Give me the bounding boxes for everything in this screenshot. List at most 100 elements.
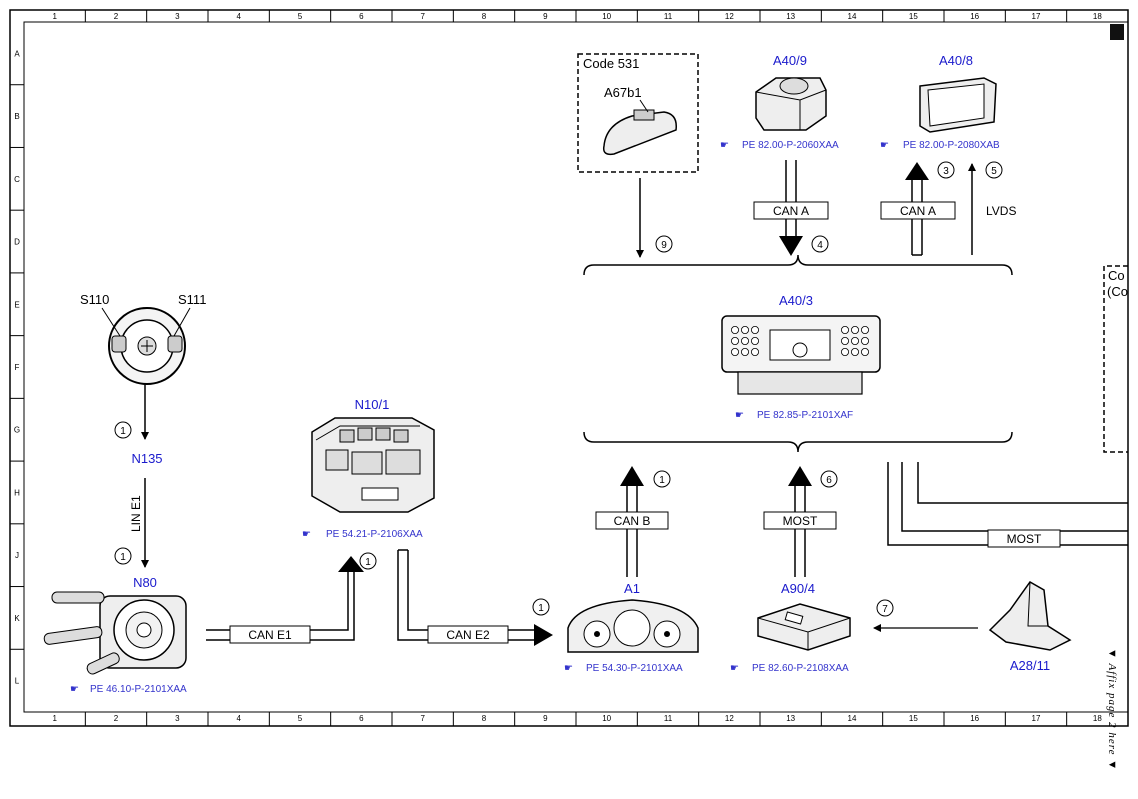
callout-circle	[937, 161, 955, 179]
ref-marker-n10-1: ☛	[302, 529, 311, 540]
label-a40-8: A40/8	[939, 53, 973, 68]
a90-4-tuner-module	[757, 603, 851, 651]
steering-wheel-buttons	[101, 307, 191, 385]
grid-column-label: 12	[725, 12, 734, 21]
callout-number: 6	[826, 475, 832, 486]
head-unit-button	[741, 336, 750, 345]
head-unit-button	[861, 325, 870, 334]
grid-column-label: 12	[725, 714, 734, 723]
grid-column-label: 7	[420, 714, 425, 723]
head-unit-button	[851, 347, 860, 356]
grid-column-label: 1	[52, 714, 57, 723]
ref-marker-a90-4: ☛	[730, 663, 739, 674]
callout-number: 3	[943, 166, 949, 177]
bus-most-loop-mid	[901, 462, 1128, 532]
label-a90-4: A90/4	[781, 581, 815, 596]
head-unit-button	[741, 347, 750, 356]
side-note-affix: ▼ Affix page 2 here ▼	[1106, 648, 1118, 771]
grid-column-label: 15	[909, 12, 918, 21]
callout-number: 1	[120, 552, 126, 563]
grid-column-label: 8	[482, 12, 487, 21]
bus-label-box	[880, 201, 956, 220]
arrow-can-e1-head	[338, 556, 364, 572]
grid-column-label: 15	[909, 714, 918, 723]
a40-9-controller	[755, 77, 827, 131]
bus-label-can-b: CAN B	[614, 514, 651, 528]
brace-top	[583, 254, 1013, 276]
grid-column-label: 9	[543, 714, 548, 723]
grid-row-label: C	[14, 175, 20, 184]
grid-row-label: G	[14, 426, 20, 435]
head-unit-button	[751, 336, 760, 345]
callout-circle	[655, 235, 673, 253]
ref-n10-1[interactable]: PE 54.21-P-2106XAA	[326, 529, 423, 540]
arrow-can-a-down-head	[779, 236, 803, 256]
bus-label-lin-e1: LIN E1	[129, 495, 143, 532]
head-unit-button	[731, 336, 740, 345]
bus-label-can-a-down: CAN A	[773, 204, 809, 218]
ref-a40-8[interactable]: PE 82.00-P-2080XAB	[903, 140, 1000, 151]
grid-column-label: 18	[1093, 714, 1102, 723]
callout-number: 1	[120, 426, 126, 437]
head-unit-button	[731, 347, 740, 356]
label-code-531: Code 531	[583, 56, 639, 71]
grid-column-label: 2	[114, 714, 119, 723]
label-n10-1: N10/1	[355, 397, 390, 412]
arrow-can-e2-head	[534, 624, 553, 646]
bus-label-lvds: LVDS	[986, 204, 1016, 218]
grid-column-label: 14	[848, 714, 857, 723]
a1-instrument-cluster	[567, 599, 699, 653]
head-unit-button	[851, 336, 860, 345]
bus-label-box	[229, 625, 311, 644]
head-unit-button	[731, 325, 740, 334]
ref-marker-n80: ☛	[70, 684, 79, 695]
callout-number: 1	[538, 603, 544, 614]
bus-label-box	[763, 511, 837, 530]
callout-circle	[876, 599, 894, 617]
bus-can-e2-inner	[407, 550, 534, 631]
bus-label-box	[427, 625, 509, 644]
ref-a1[interactable]: PE 54.30-P-2101XAA	[586, 663, 683, 674]
grid-row-label: J	[15, 551, 19, 560]
bus-label-box	[595, 511, 669, 530]
grid-column-label: 9	[543, 12, 548, 21]
head-unit-button	[751, 325, 760, 334]
ref-marker-a40-9: ☛	[720, 140, 729, 151]
label-a40-9: A40/9	[773, 53, 807, 68]
grid-column-label: 6	[359, 714, 364, 723]
grid-column-label: 17	[1032, 12, 1041, 21]
grid-row-label: K	[14, 614, 20, 623]
callout-circle	[114, 547, 132, 565]
grid-row-label: D	[14, 238, 20, 247]
ref-marker-a40-8: ☛	[880, 140, 889, 151]
grid-column-label: 3	[175, 714, 180, 723]
callout-number: 5	[991, 166, 997, 177]
code-531-box	[577, 53, 699, 173]
head-unit-button	[861, 347, 870, 356]
bus-label-most: MOST	[783, 514, 818, 528]
callout-number: 1	[365, 557, 371, 568]
grid-column-label: 13	[786, 714, 795, 723]
n10-1-sam-module	[311, 417, 435, 513]
ref-a40-9[interactable]: PE 82.00-P-2060XAA	[742, 140, 839, 151]
grid-column-label: 4	[236, 714, 241, 723]
grid-column-label: 7	[420, 12, 425, 21]
ref-a90-4[interactable]: PE 82.60-P-2108XAA	[752, 663, 849, 674]
ref-marker-a40-3: ☛	[735, 410, 744, 421]
grid-column-label: 2	[114, 12, 119, 21]
callout-circle	[820, 470, 838, 488]
head-unit-button	[851, 325, 860, 334]
grid-row-label: E	[14, 300, 19, 309]
brace-bottom	[583, 431, 1013, 453]
bus-label-box	[753, 201, 829, 220]
callout-circle	[985, 161, 1003, 179]
label-a28-11: A28/11	[1010, 658, 1050, 673]
grid-column-label: 5	[298, 12, 303, 21]
grid-column-label: 6	[359, 12, 364, 21]
ref-a40-3[interactable]: PE 82.85-P-2101XAF	[757, 410, 853, 421]
ref-n80[interactable]: PE 46.10-P-2101XAA	[90, 684, 187, 695]
label-n80: N80	[133, 575, 157, 590]
bus-label-box	[987, 529, 1061, 548]
